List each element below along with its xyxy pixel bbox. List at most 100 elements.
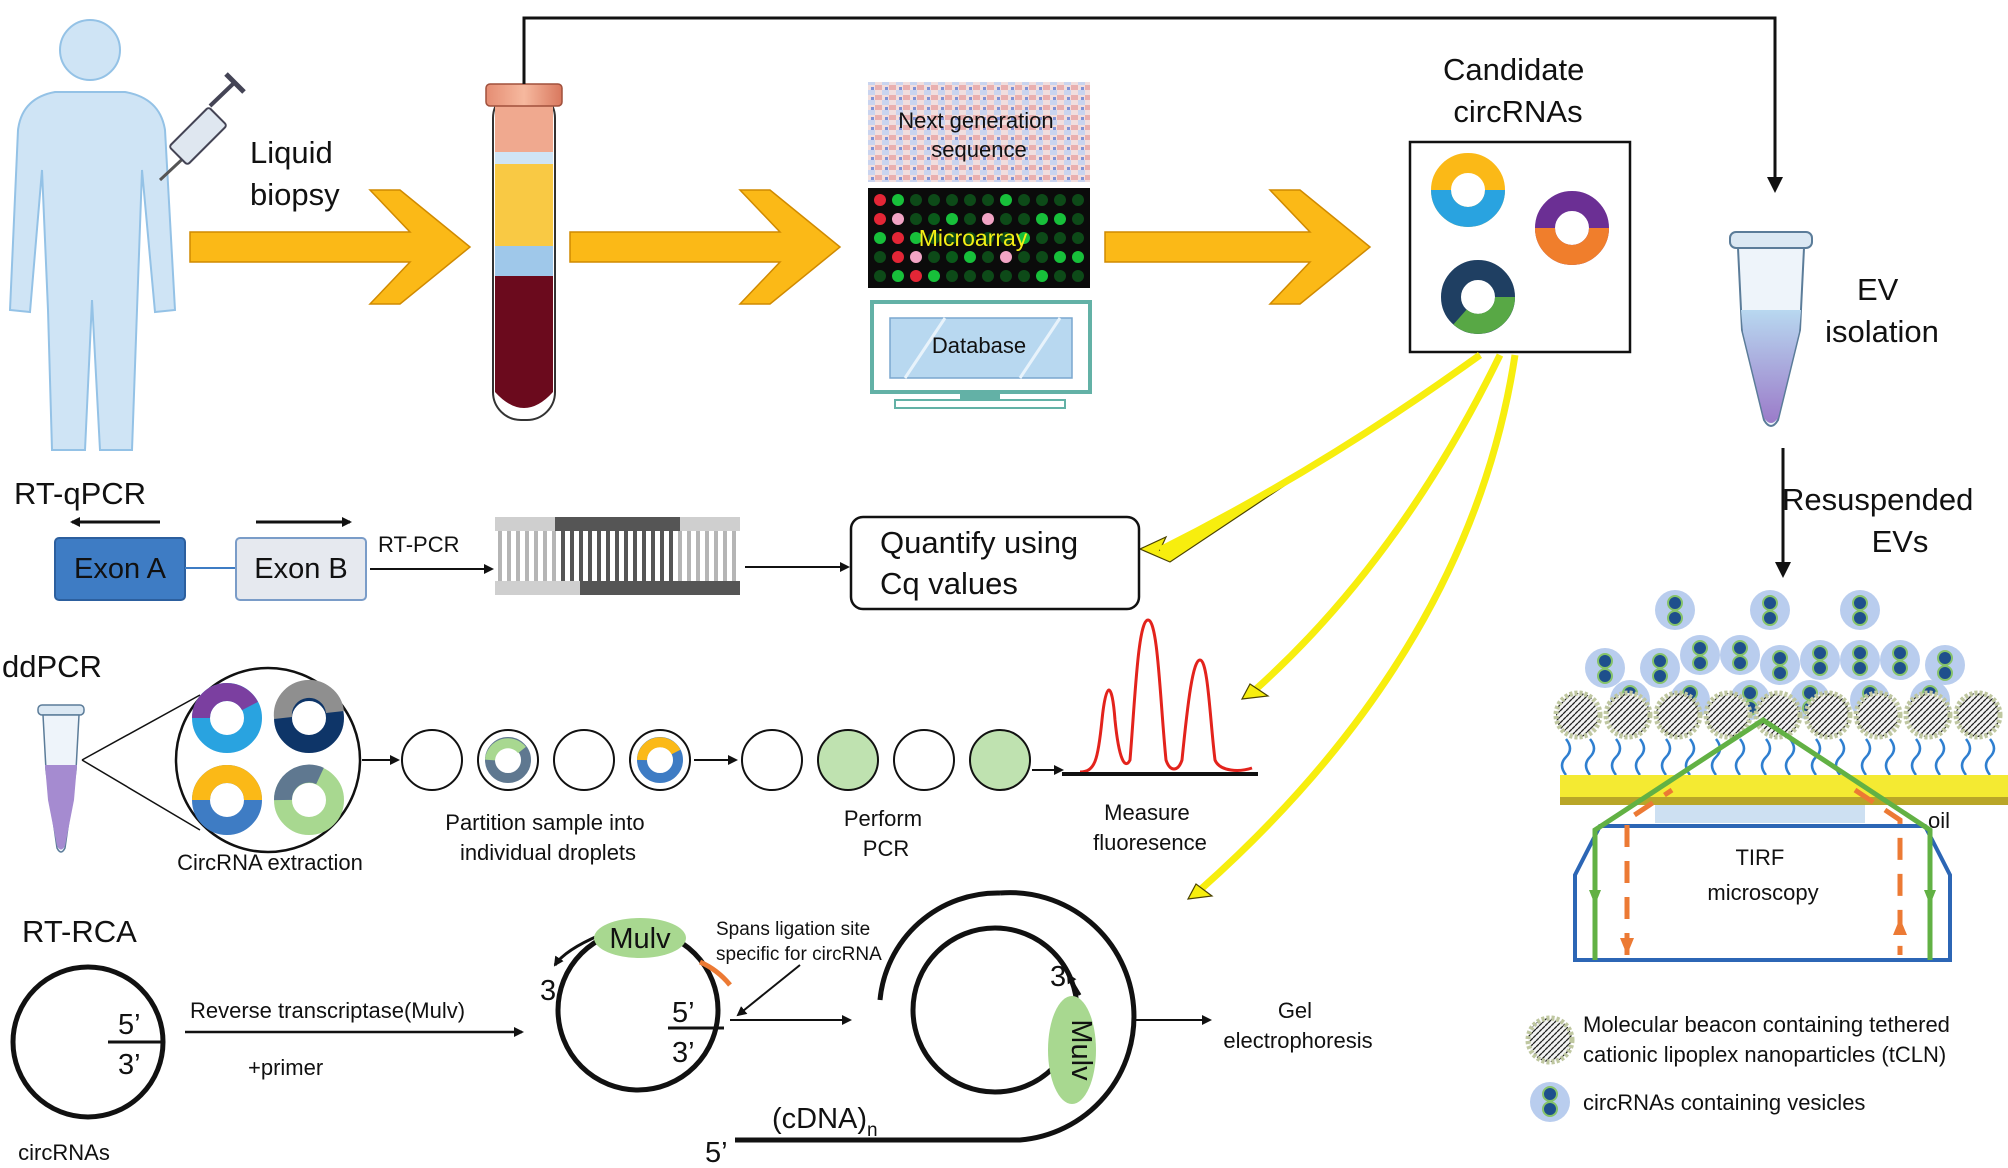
amplicon-rung [552,531,556,581]
microarray-spot [892,232,904,244]
amplicon-rung [723,531,727,581]
rt-pcr-label: RT-PCR [378,532,460,557]
quantify-label: Quantify using Cq values [880,525,1087,601]
tether-row [1560,738,1996,776]
amplicon-rung [696,531,700,581]
candidate-circrna-ring [1441,260,1515,334]
microarray-spot [892,213,904,225]
amplicon-rung [660,531,664,581]
amplicon-rung [678,531,682,581]
ngs-panel: Next generation sequence [868,82,1090,182]
microarray-spot [928,251,940,263]
microarray-spot [874,251,886,263]
ddpcr-title: ddPCR [2,649,102,684]
resuspended-evs-label: Resuspended EVs [1782,482,1982,559]
microarray-spot [1018,270,1030,282]
rtrca-title: RT-RCA [22,914,137,949]
microarray-spot [964,194,976,206]
connector-to-ev [522,16,1783,193]
tirf-emission-path [1624,787,1903,955]
molecular-beacon [1853,690,1903,740]
microarray-spot [928,213,940,225]
microarray-spot [910,232,922,244]
reverse-transcriptase-label: Reverse transcriptase(Mulv) [190,998,465,1023]
circrna-ring [274,764,344,835]
microarray-spot [874,213,886,225]
rolling-circle-product [735,890,1137,1143]
eppendorf-tube-icon [1729,231,1813,427]
tether [1784,738,1796,776]
molecular-beacon [1953,690,2003,740]
microarray-spot [964,251,976,263]
droplets-pcr [741,729,1031,791]
tether [1960,738,1972,776]
perform-pcr-label: Perform PCR [844,806,928,861]
microarray-spot [1054,251,1066,263]
amplicon-rung [570,531,574,581]
chevron-arrow-3 [1104,189,1372,305]
mulv-enzyme-2: Mulv [1065,1019,1097,1081]
svg-text:3: 3 [1050,961,1066,993]
spans-ligation-label: Spans ligation site specific for circRNA [716,919,882,965]
molecular-beacon [1753,690,1803,740]
exon-b-box [235,537,367,601]
human-icon [8,19,177,451]
amplicon-rung [561,531,565,581]
extraction-circle [174,666,362,854]
amplicon-rung [669,531,673,581]
microarray-spot [874,232,886,244]
vesicle-core [1762,595,1778,611]
cdna-label: (cDNA)n [772,1103,878,1141]
microarray-spot [982,232,994,244]
amplicon-rung [534,531,538,581]
ev-isolation-label: EV isolation [1825,272,1939,349]
candidate-circrnas-label: Candidate circRNAs [1443,52,1593,129]
tether [1710,738,1722,776]
measure-fluorescence-label: Measure fluoresence [1093,800,1207,855]
microarray-spot [892,251,904,263]
microarray-spot [946,232,958,244]
svg-text:Exon B: Exon B [254,553,348,585]
microarray-spot [1072,194,1084,206]
microarray-spot [1036,232,1048,244]
vesicle-core [1652,668,1668,684]
tirf-label: TIRF microscopy [1707,845,1818,905]
vesicle-core [1852,595,1868,611]
chevron-arrow-2 [569,189,842,305]
microarray-spot [1036,251,1048,263]
molecular-beacon [1703,690,1753,740]
microarray-spot [1018,232,1030,244]
svg-text:Mulv: Mulv [609,923,671,955]
tether [1660,738,1672,776]
microarray-spot [910,194,922,206]
svg-text:Database: Database [932,333,1026,358]
oil-label: oil [1928,808,1950,833]
legend-beacon-icon [1525,1015,1575,1065]
vesicle-core [1772,665,1788,681]
blood-tube-icon [485,83,563,421]
microarray-spot [946,251,958,263]
microarray-spot [892,270,904,282]
primer-label: +primer [248,1055,323,1080]
microarray-spot [1000,194,1012,206]
oil-layer [1655,805,1865,823]
microarray-spot [946,194,958,206]
vesicle-core [1667,595,1683,611]
microarray-spot [1000,232,1012,244]
amplicon-rung [498,531,502,581]
ddpcr-tube-icon [37,704,85,853]
circrna-template [10,964,166,1120]
microarray-spot [910,213,922,225]
amplicon-rung [588,531,592,581]
vesicle-core [1852,660,1868,676]
amplicon-rung [525,531,529,581]
vesicle-core [1937,665,1953,681]
microarray-spot [1054,232,1066,244]
svg-text:3’: 3’ [672,1037,695,1069]
microarray-spot [910,270,922,282]
microarray-spot [1000,270,1012,282]
molecular-beacon [1803,690,1853,740]
vesicle-core [1892,660,1908,676]
microarray-spot [1072,251,1084,263]
tirf-excitation-path [1592,717,1933,960]
